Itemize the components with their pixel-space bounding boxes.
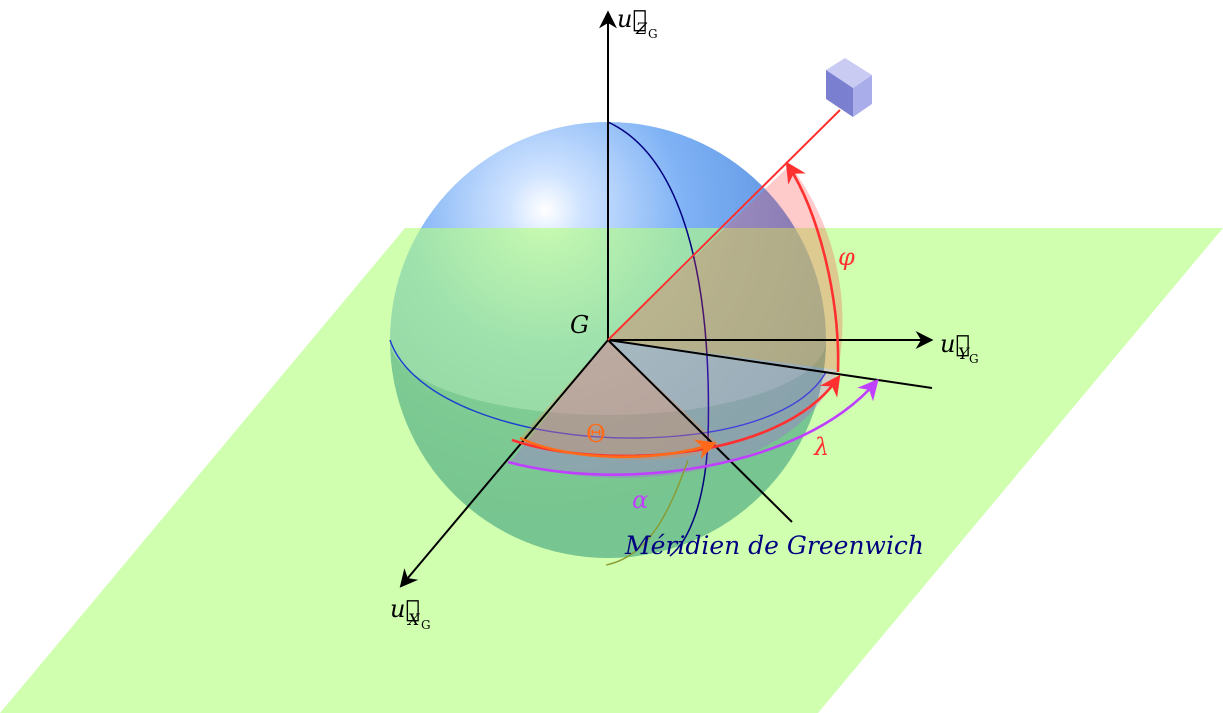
latitude-sector (608, 165, 843, 370)
svg-text:Y: Y (958, 344, 970, 363)
axis-y-label: u⃗ Y G (940, 330, 979, 366)
svg-text:X: X (406, 610, 420, 629)
axis-x (399, 339, 609, 588)
center-label: G (570, 311, 589, 339)
alpha-label: α (632, 486, 648, 514)
lambda-label: λ (813, 433, 829, 461)
satellite-direction-line (607, 109, 841, 341)
svg-text:Z: Z (635, 19, 648, 38)
longitude-arc (507, 378, 879, 476)
svg-text:G: G (648, 27, 658, 41)
svg-text:u⃗: u⃗ (940, 330, 970, 358)
equator (389, 339, 827, 439)
sphere-lower-half (390, 340, 826, 558)
svg-text:u⃗: u⃗ (390, 595, 420, 623)
satellite-cube-icon (826, 58, 872, 117)
axis-x-label: u⃗ X G (390, 595, 431, 632)
longitude-sector (510, 340, 838, 478)
theta-arc (519, 436, 717, 460)
theta-label: Θ (586, 420, 606, 448)
meridian-label: Méridien de Greenwich (624, 531, 924, 560)
equatorial-plane (0, 228, 1223, 713)
greenwich-meridian (607, 121, 710, 557)
meridian-direction-line (607, 339, 793, 523)
svg-text:G: G (421, 618, 431, 632)
alpha-arc (605, 459, 689, 566)
phi-label: φ (838, 243, 855, 271)
theta-sector (520, 340, 720, 460)
phi-arc (785, 161, 840, 373)
svg-text:G: G (969, 352, 979, 366)
svg-text:u⃗: u⃗ (617, 5, 647, 33)
axis-z-label: u⃗ Z G (617, 5, 658, 41)
